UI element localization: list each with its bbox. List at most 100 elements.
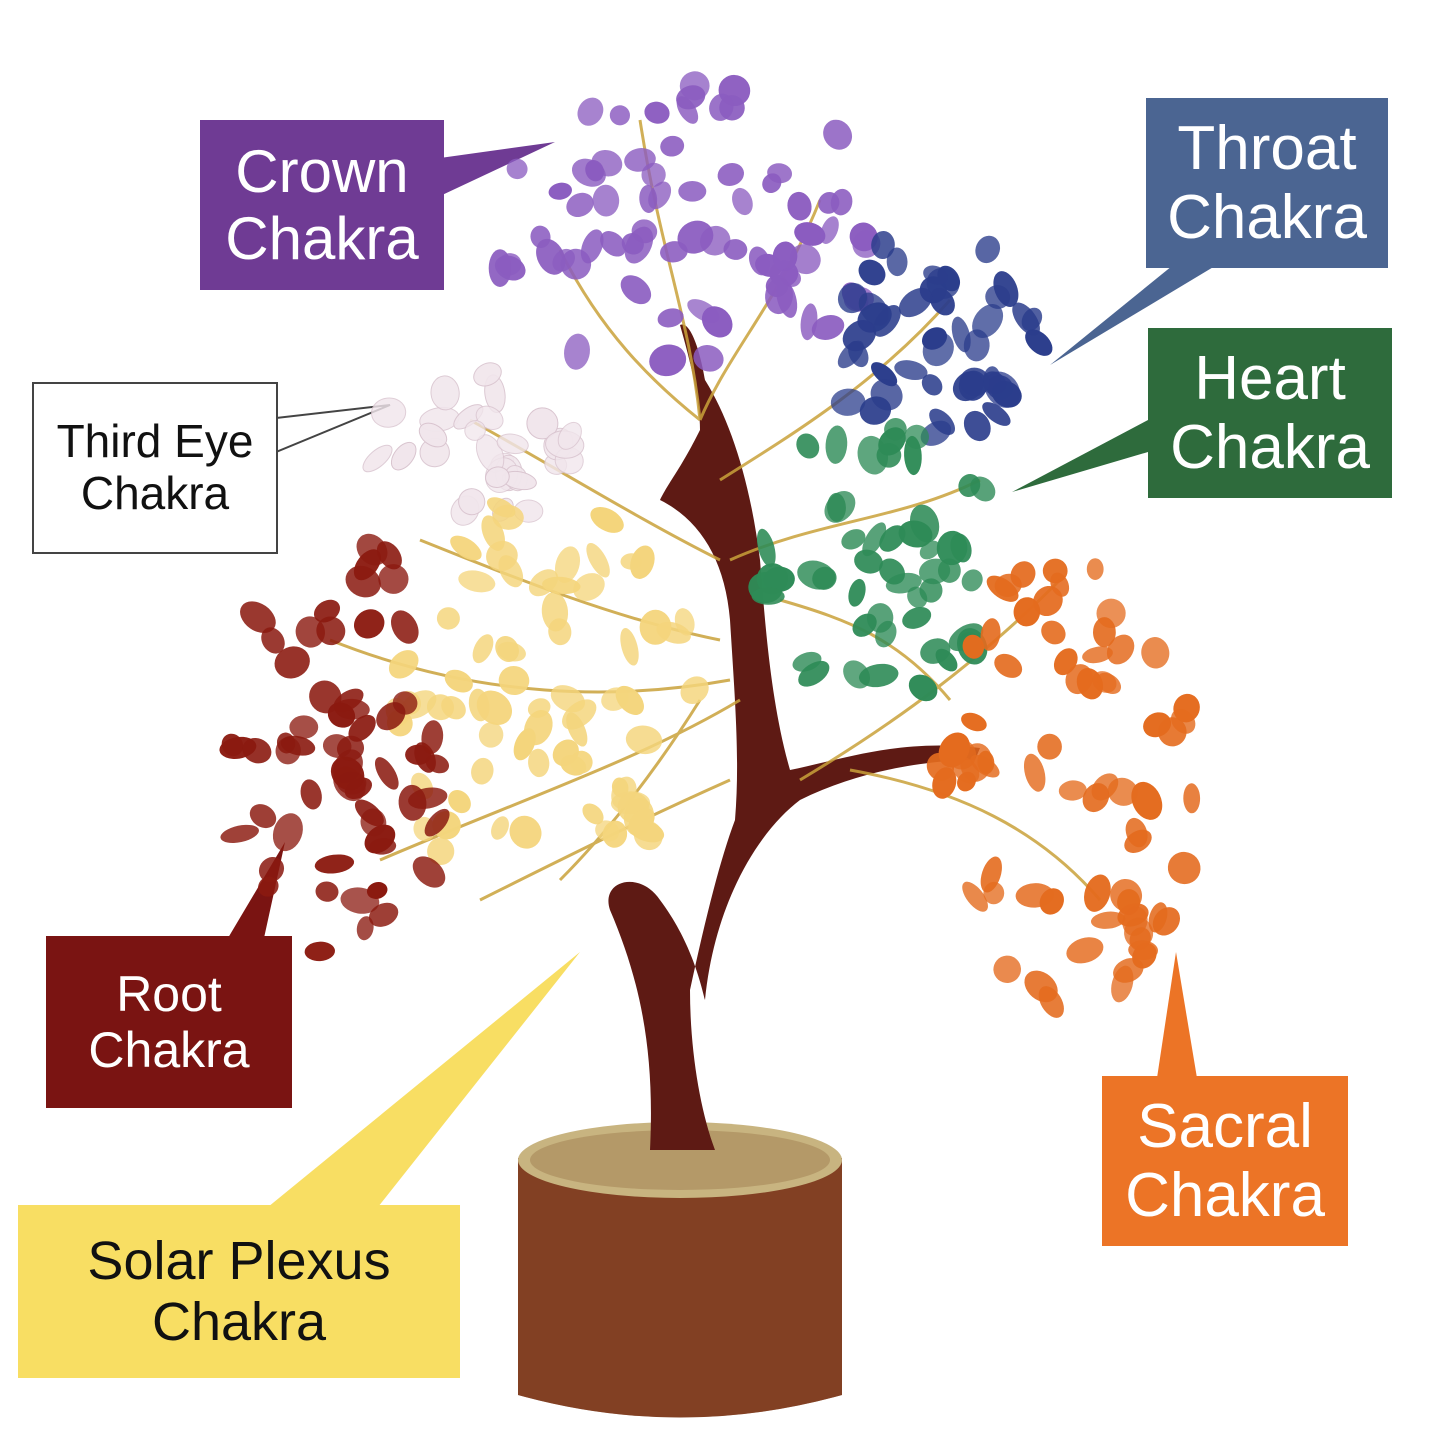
gemstone bbox=[458, 488, 486, 516]
gemstone bbox=[541, 591, 569, 632]
gemstone bbox=[353, 609, 385, 639]
gemstone bbox=[929, 287, 955, 316]
gemstone bbox=[497, 253, 522, 276]
gemstone bbox=[830, 388, 866, 416]
gemstone bbox=[1143, 712, 1172, 738]
gemstone bbox=[368, 902, 399, 927]
gemstone bbox=[1058, 780, 1087, 801]
gemstone bbox=[920, 638, 951, 664]
gemstone bbox=[478, 722, 504, 748]
gemstone bbox=[1065, 664, 1093, 695]
gemstone bbox=[258, 876, 279, 897]
solar-plexus-line1: Solar Plexus bbox=[87, 1231, 391, 1292]
root-chakra-label: Root Chakra bbox=[46, 936, 292, 1108]
solar-plexus-chakra-label: Solar Plexus Chakra bbox=[18, 1205, 460, 1378]
gemstone bbox=[660, 135, 685, 157]
gemstone bbox=[1082, 646, 1113, 664]
crown-line2: Chakra bbox=[225, 205, 419, 272]
gemstone bbox=[991, 380, 1022, 408]
gemstone bbox=[366, 882, 388, 899]
gemstone bbox=[732, 187, 753, 216]
gemstone bbox=[772, 241, 798, 272]
gemstone bbox=[557, 421, 582, 450]
gemstone bbox=[242, 738, 272, 764]
sacral-stone-cluster bbox=[926, 558, 1201, 1018]
third-eye-line2: Chakra bbox=[80, 467, 230, 519]
gemstone bbox=[261, 627, 285, 654]
gemstone bbox=[586, 542, 610, 578]
gemstone bbox=[615, 685, 644, 715]
gemstone bbox=[1096, 598, 1126, 628]
gemstone bbox=[591, 149, 623, 177]
gemstone bbox=[630, 545, 655, 579]
gemstone bbox=[485, 466, 510, 488]
gemstone bbox=[333, 688, 364, 713]
gemstone bbox=[830, 188, 853, 216]
gemstone bbox=[871, 231, 895, 259]
gemstone bbox=[852, 613, 877, 637]
gemstone bbox=[1183, 783, 1201, 814]
gemstone bbox=[418, 422, 448, 448]
gemstone bbox=[894, 360, 928, 381]
gemstone bbox=[980, 856, 1002, 893]
gemstone bbox=[444, 669, 473, 693]
gemstone bbox=[258, 857, 285, 883]
gemstone bbox=[649, 344, 687, 377]
gemstone bbox=[300, 779, 322, 810]
gemstone bbox=[767, 163, 793, 184]
gemstone bbox=[932, 767, 957, 799]
gemstone bbox=[1013, 597, 1041, 627]
gemstone bbox=[1084, 874, 1111, 912]
gemstone bbox=[458, 570, 496, 593]
gemstone bbox=[1041, 620, 1066, 645]
gemstone bbox=[972, 303, 1004, 339]
gemstone bbox=[994, 653, 1023, 678]
gemstone bbox=[687, 299, 720, 323]
gemstone bbox=[678, 181, 707, 202]
gemstone bbox=[907, 586, 928, 608]
gemstone bbox=[473, 362, 502, 387]
gemstone bbox=[430, 375, 460, 411]
gemstone bbox=[1082, 783, 1110, 813]
root-stone-cluster bbox=[219, 533, 450, 962]
gemstone bbox=[677, 220, 714, 254]
gemstone bbox=[1010, 561, 1036, 588]
gemstone bbox=[873, 304, 901, 337]
gemstone bbox=[274, 646, 310, 679]
gemstone bbox=[249, 804, 277, 829]
gemstone bbox=[464, 420, 486, 441]
gemstone bbox=[961, 712, 987, 732]
gemstone bbox=[723, 239, 748, 260]
gemstone bbox=[390, 441, 417, 471]
gemstone bbox=[789, 244, 821, 275]
gemstone-clusters bbox=[219, 71, 1201, 1018]
gemstone bbox=[425, 754, 450, 774]
gemstone bbox=[573, 573, 605, 601]
heart-line1: Heart bbox=[1194, 343, 1346, 413]
gemstone bbox=[854, 549, 883, 574]
gemstone bbox=[848, 578, 866, 607]
gemstone bbox=[765, 274, 789, 297]
gemstone bbox=[1106, 634, 1135, 665]
gemstone bbox=[985, 285, 1011, 309]
gemstone bbox=[756, 563, 789, 595]
gemstone bbox=[1092, 671, 1117, 693]
gemstone bbox=[448, 790, 471, 814]
gemstone bbox=[794, 222, 826, 246]
gemstone bbox=[800, 303, 818, 341]
gemstone bbox=[961, 569, 983, 592]
gemstone bbox=[582, 803, 604, 825]
gemstone bbox=[842, 319, 877, 352]
gemstone bbox=[1141, 637, 1170, 669]
gemstone bbox=[709, 93, 734, 121]
gemstone bbox=[937, 558, 961, 583]
gemstone bbox=[693, 344, 724, 372]
gemstone bbox=[921, 374, 943, 396]
gemstone bbox=[314, 854, 355, 874]
gemstone bbox=[592, 184, 620, 217]
gemstone bbox=[371, 397, 407, 428]
gemstone bbox=[1167, 851, 1201, 885]
gemstone bbox=[509, 815, 542, 849]
gemstone bbox=[496, 433, 529, 455]
